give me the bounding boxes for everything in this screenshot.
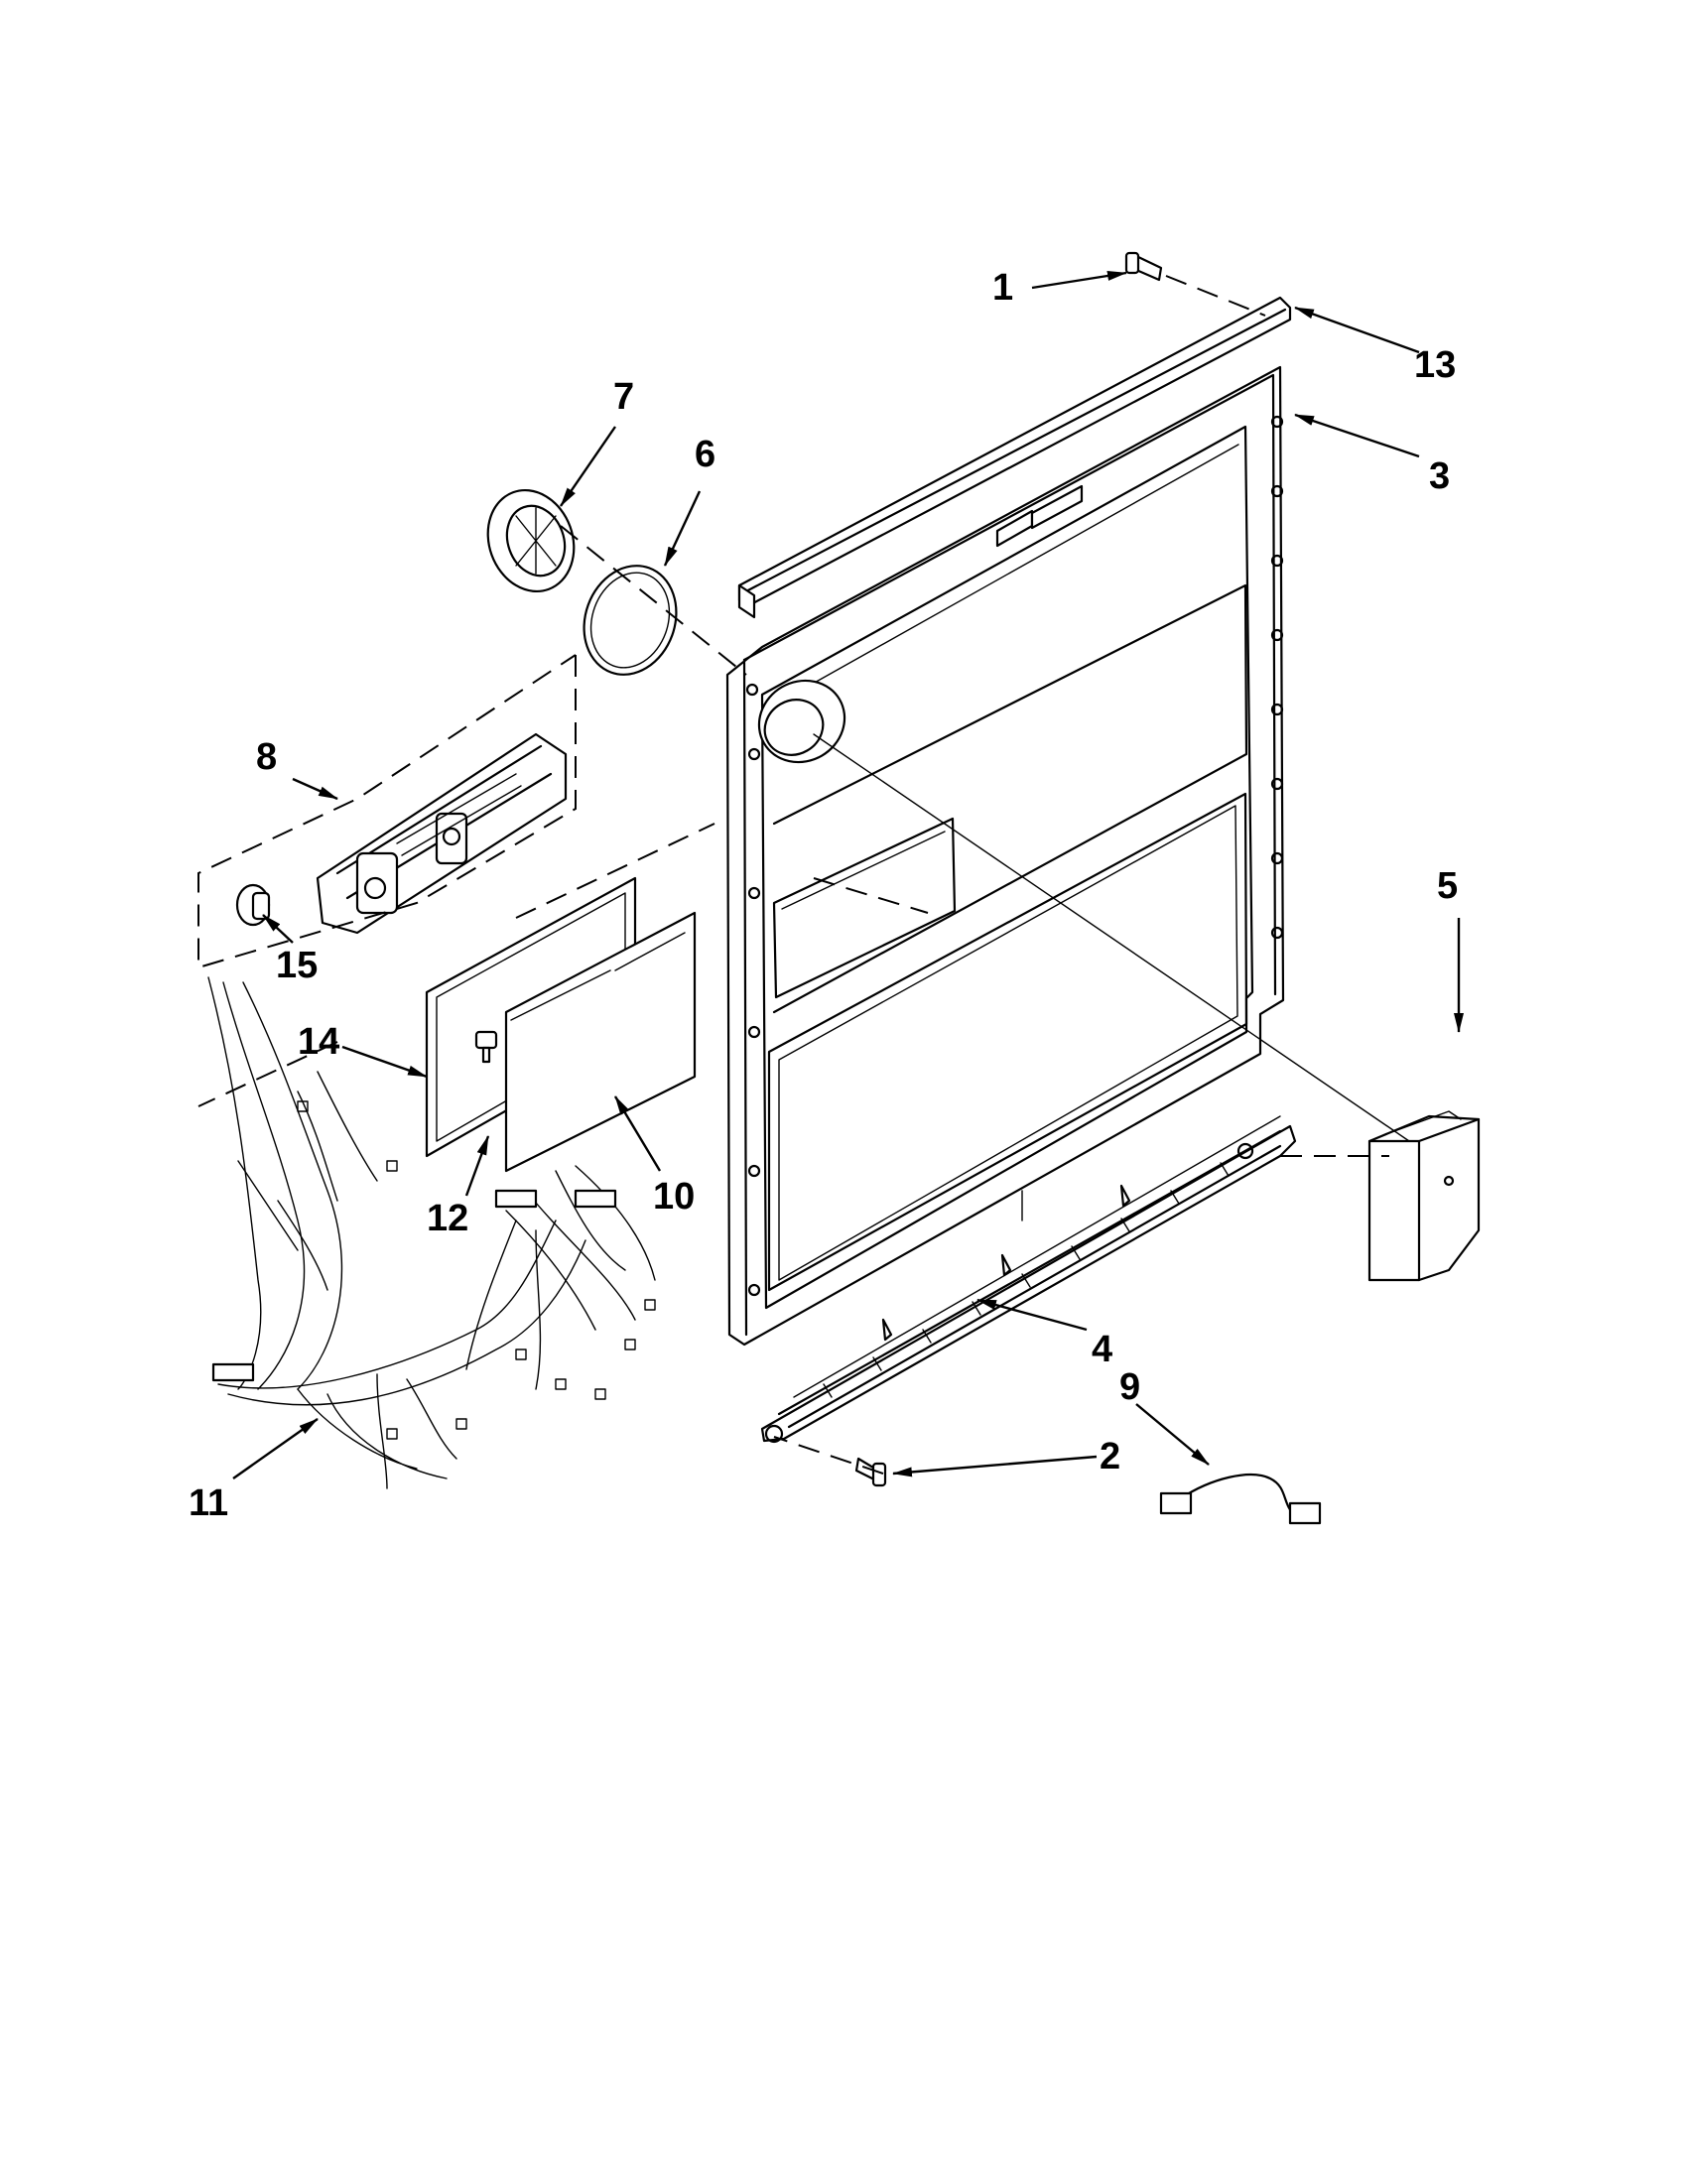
top-trim-strip xyxy=(737,296,1292,619)
dispenser-cap xyxy=(486,488,576,593)
actuator xyxy=(235,883,271,927)
callout-3: 3 xyxy=(1429,455,1450,497)
leader-arrows xyxy=(232,271,1464,1479)
callout-6: 6 xyxy=(695,434,715,475)
callout-2: 2 xyxy=(1100,1436,1120,1477)
callout-10: 10 xyxy=(653,1176,695,1218)
callout-1: 1 xyxy=(992,267,1013,309)
callout-8: 8 xyxy=(256,736,277,778)
vent xyxy=(1367,1110,1481,1282)
dispenser-assembly xyxy=(316,732,568,935)
callout-12: 12 xyxy=(427,1198,468,1239)
screw-board xyxy=(474,1030,498,1064)
callout-11: 11 xyxy=(189,1482,228,1524)
callout-7: 7 xyxy=(613,376,634,418)
screw-bottom xyxy=(854,1457,887,1487)
wire-harness xyxy=(207,976,656,1489)
jumper-wire xyxy=(1159,1474,1322,1525)
callout-labels: 1 2 3 4 5 6 7 8 9 10 11 12 13 14 15 xyxy=(189,267,1458,1524)
callout-4: 4 xyxy=(1092,1329,1112,1370)
dispenser-seal xyxy=(583,565,678,676)
callout-14: 14 xyxy=(298,1021,339,1063)
inner-door-panel xyxy=(725,365,1285,1347)
screw-top xyxy=(1124,251,1163,282)
callout-9: 9 xyxy=(1119,1366,1140,1408)
callout-15: 15 xyxy=(276,945,318,986)
assembly-lines xyxy=(197,275,1410,1475)
board-cover xyxy=(504,911,697,1173)
callout-5: 5 xyxy=(1437,865,1458,907)
callout-13: 13 xyxy=(1414,344,1456,386)
